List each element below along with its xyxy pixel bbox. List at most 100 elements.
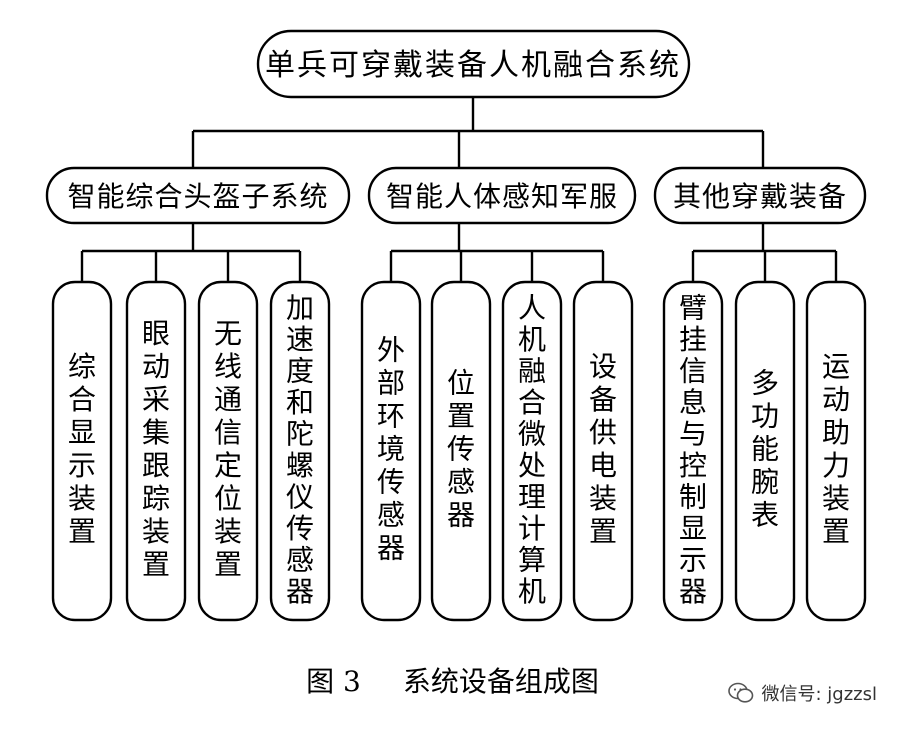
leaf-label-char: 臂	[679, 291, 707, 324]
leaf-label-char: 装	[142, 515, 170, 548]
leaf-nodes: 综合显示装置眼动采集跟踪装置无线通信定位装置加速度和陀螺仪传感器外部环境传感器位…	[51, 280, 867, 622]
figure-caption: 图 3 系统设备组成图	[0, 660, 905, 700]
group-node-helmet: 智能综合头盔子系统	[45, 166, 351, 225]
leaf-label-char: 备	[589, 383, 617, 416]
leaf-label-char: 制	[679, 480, 707, 513]
leaf-label-char: 控	[679, 449, 707, 482]
leaf-label-char: 置	[68, 515, 96, 548]
group-label-uniform: 智能人体感知军服	[386, 180, 618, 213]
leaf-label-char: 处	[518, 449, 546, 482]
leaf-label-char: 感	[447, 465, 475, 498]
group-label-other: 其他穿戴装备	[673, 180, 847, 213]
leaf-label-char: 融	[518, 354, 546, 387]
leaf-label-char: 加	[286, 291, 314, 324]
leaf-label-char: 机	[518, 575, 546, 608]
leaf-label-char: 装	[589, 482, 617, 515]
group-node-other: 其他穿戴装备	[653, 166, 867, 225]
leaf-label-char: 器	[286, 575, 314, 608]
leaf-label-char: 置	[447, 399, 475, 432]
leaf-label-char: 度	[286, 354, 314, 387]
leaf-label-char: 合	[68, 383, 96, 416]
leaf-label-char: 置	[142, 548, 170, 581]
leaf-label-char: 通	[214, 383, 242, 416]
wechat-icon	[727, 682, 753, 703]
leaf-label-char: 显	[679, 512, 707, 545]
leaf-label-char: 部	[377, 366, 405, 399]
leaf-label-char: 感	[377, 498, 405, 531]
leaf-label-char: 信	[679, 354, 707, 387]
leaf-label-char: 力	[822, 449, 850, 482]
leaf-label-char: 装	[822, 482, 850, 515]
leaf-label-char: 动	[822, 383, 850, 416]
leaf-label-char: 计	[518, 512, 546, 545]
leaf-label-char: 置	[822, 515, 850, 548]
leaf-label-char: 位	[214, 482, 242, 515]
leaf-label-char: 显	[68, 416, 96, 449]
root-node: 单兵可穿戴装备人机融合系统	[256, 29, 691, 99]
leaf-label-char: 速	[286, 323, 314, 356]
leaf-label-char: 置	[589, 515, 617, 548]
leaf-label-char: 陀	[286, 417, 314, 450]
leaf-label-char: 示	[68, 449, 96, 482]
leaf-label-char: 息	[679, 386, 707, 419]
wechat-watermark: 微信号: jgzzsl	[727, 680, 878, 706]
leaf-label-char: 仪	[286, 480, 314, 513]
leaf-label-char: 腕	[751, 465, 779, 498]
leaf-label-char: 和	[286, 386, 314, 419]
caption-figure-number: 图 3	[306, 665, 361, 698]
leaf-label-char: 螺	[286, 449, 314, 482]
leaf-label-char: 传	[447, 432, 475, 465]
leaf-label-char: 表	[751, 498, 779, 531]
leaf-label-char: 采	[142, 383, 170, 416]
connector-lines	[80, 97, 838, 282]
leaf-label-char: 外	[377, 333, 405, 366]
leaf-label-char: 装	[68, 482, 96, 515]
group-label-helmet: 智能综合头盔子系统	[67, 180, 328, 213]
leaf-label-char: 挂	[679, 323, 707, 356]
leaf-label-char: 能	[751, 432, 779, 465]
leaf-label-char: 境	[377, 432, 405, 465]
leaf-label-char: 传	[377, 465, 405, 498]
leaf-label-char: 信	[214, 416, 242, 449]
leaf-label-char: 理	[518, 480, 546, 513]
leaf-label-char: 置	[214, 548, 242, 581]
leaf-label-char: 算	[518, 543, 546, 576]
leaf-label-char: 人	[518, 291, 546, 324]
group-node-uniform: 智能人体感知军服	[367, 166, 637, 225]
leaf-label-char: 多	[751, 366, 779, 399]
leaf-label-char: 助	[822, 416, 850, 449]
leaf-label-char: 与	[679, 417, 707, 450]
leaf-label-char: 环	[377, 399, 405, 432]
leaf-label-char: 器	[447, 498, 475, 531]
leaf-label-char: 眼	[142, 317, 170, 350]
leaf-label-char: 综	[68, 350, 96, 383]
leaf-label-char: 供	[589, 416, 617, 449]
leaf-label-char: 器	[679, 575, 707, 608]
leaf-label-char: 设	[589, 350, 617, 383]
leaf-label-char: 示	[679, 543, 707, 576]
root-label: 单兵可穿戴装备人机融合系统	[265, 48, 681, 83]
leaf-label-char: 定	[214, 449, 242, 482]
leaf-label-char: 动	[142, 350, 170, 383]
caption-title: 系统设备组成图	[402, 665, 599, 698]
leaf-label-char: 集	[142, 416, 170, 449]
leaf-label-char: 踪	[142, 482, 170, 515]
leaf-label-char: 位	[447, 366, 475, 399]
leaf-label-char: 线	[214, 350, 242, 383]
leaf-label-char: 装	[214, 515, 242, 548]
leaf-label-char: 电	[589, 449, 617, 482]
leaf-label-char: 跟	[142, 449, 170, 482]
watermark-text: 微信号: jgzzsl	[761, 684, 878, 705]
leaf-label-char: 合	[518, 386, 546, 419]
leaf-label-char: 功	[751, 399, 779, 432]
